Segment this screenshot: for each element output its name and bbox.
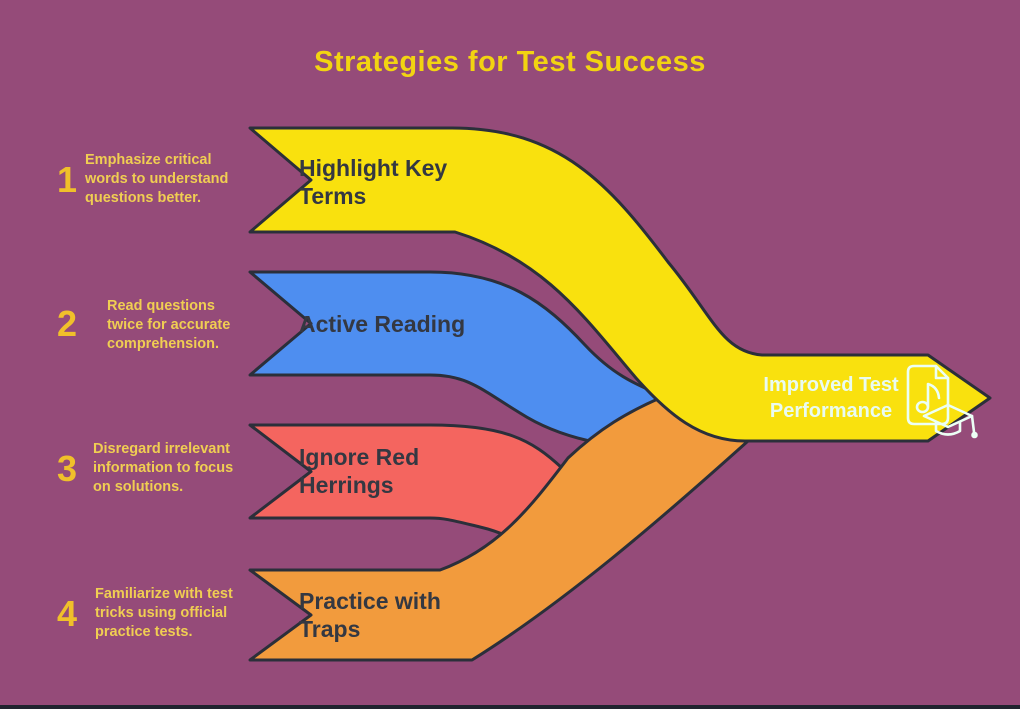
bottom-border — [0, 705, 1020, 709]
step-1-description: Emphasize critical words to understand q… — [85, 152, 229, 206]
graduation-cap-tassel-icon — [970, 414, 976, 434]
document-icon — [906, 364, 950, 426]
step-4-description: Familiarize with test tricks using offic… — [95, 586, 233, 640]
step-1-label: Highlight Key Terms — [299, 155, 448, 209]
step-3-description: Disregard irrelevant information to focu… — [93, 441, 234, 495]
music-note-head-icon — [915, 400, 930, 414]
step-2-description: Read questions twice for accurate compre… — [107, 298, 231, 352]
result-label: Improved Test Performance — [763, 374, 899, 422]
step-2-label: Active Reading — [299, 311, 466, 337]
step-4-label: Practice with Traps — [299, 588, 441, 642]
step-4-number: 4 — [56, 593, 78, 634]
graduation-cap-tassel-dot-icon — [971, 431, 978, 439]
document-fold-icon — [934, 364, 950, 380]
step-3-label: Ignore Red Herrings — [299, 444, 420, 498]
step-3-number: 3 — [56, 448, 78, 489]
page-title: Strategies for Test Success — [314, 46, 706, 78]
music-note-stem-icon — [926, 382, 941, 408]
ribbon-1-shape — [248, 126, 992, 443]
step-2-number: 2 — [56, 303, 78, 344]
step-1-number: 1 — [56, 159, 78, 200]
graduation-cap-base-icon — [934, 420, 962, 436]
